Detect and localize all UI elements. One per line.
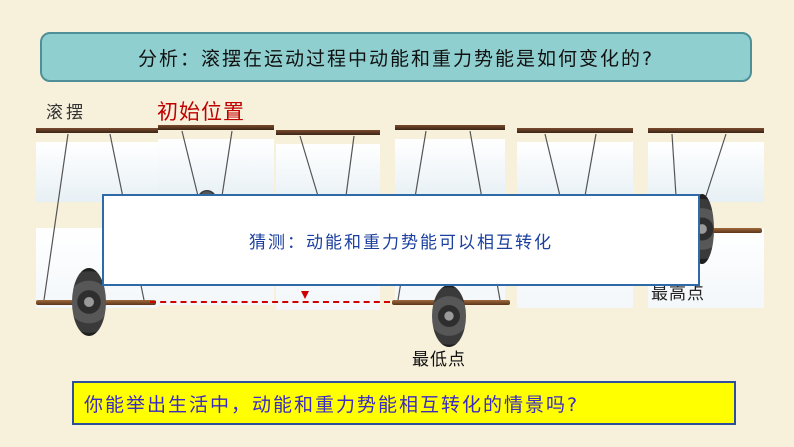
frame-sky [648,142,764,202]
pendulum-axle-right [700,228,762,233]
analysis-question-text: 分析：滚摆在运动过程中动能和重力势能是如何变化的? [137,47,655,70]
guess-box: 猜测：动能和重力势能可以相互转化 [102,194,700,286]
frame-top-bar [36,128,158,133]
down-arrow-icon [301,291,309,299]
bottom-question-box: 你能举出生活中，动能和重力势能相互转化的情景吗? [72,381,736,425]
frame-sky [395,139,505,199]
label-initial-position: 初始位置 [157,100,245,124]
label-lowest-point: 最低点 [412,350,466,370]
analysis-question-banner: 分析：滚摆在运动过程中动能和重力势能是如何变化的? [40,32,752,82]
lowest-point-dashed-line [150,301,390,303]
label-highest-point: 最高点 [651,284,705,304]
frame-sky [36,142,158,202]
frame-sky [517,142,633,202]
pendulum-wheel-left [72,268,106,336]
pendulum-wheel-bottom [432,285,466,347]
frame-top-bar [276,130,380,135]
frame-sky [158,139,274,199]
guess-text: 猜测：动能和重力势能可以相互转化 [249,232,553,253]
frame-top-bar [648,128,764,133]
frame-top-bar [517,128,633,133]
frame-top-bar [395,125,505,130]
label-gunbai: 滚摆 [46,103,86,123]
frame-top-bar [158,125,274,130]
bottom-question-text: 你能举出生活中，动能和重力势能相互转化的情景吗? [84,393,580,416]
